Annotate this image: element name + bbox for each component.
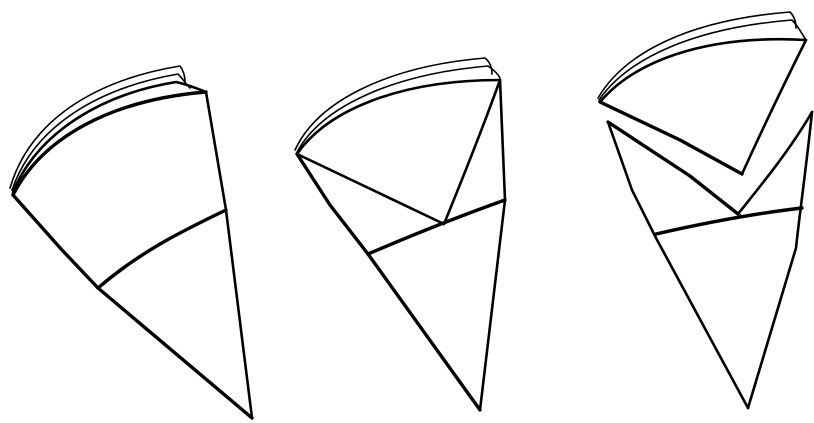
panel-1-top-layer-inner	[13, 82, 206, 192]
panel-2-fold-line-bottom	[368, 200, 505, 254]
panel-3-flap-layer-outer	[598, 12, 796, 98]
panel-1-top-edge	[13, 92, 206, 195]
panel-2-top-layer-outer	[295, 58, 492, 150]
panel-3-flap-layer-middle	[599, 20, 806, 100]
panel-1-folded-cone	[10, 66, 252, 418]
panel-3-flap-right-edge	[742, 40, 806, 174]
panel-2-folded-cone	[295, 58, 505, 410]
panel-1-left-edge	[13, 195, 252, 418]
panel-3-fold-line-bottom	[656, 208, 802, 234]
panel-1-right-edge	[206, 92, 252, 418]
panel-1-fold-line	[98, 210, 226, 288]
panel-1-top-layer-middle	[12, 74, 190, 190]
panel-2-top-layer-middle	[297, 66, 500, 152]
panel-2-right-edge	[480, 80, 505, 410]
panel-2-fold-line-right	[444, 80, 500, 224]
panel-3-flap-top-edge	[600, 39, 806, 102]
panel-2-left-edge	[297, 154, 480, 410]
panel-3-body-right-edge	[748, 112, 812, 408]
panel-3-folded-cone	[598, 12, 812, 408]
